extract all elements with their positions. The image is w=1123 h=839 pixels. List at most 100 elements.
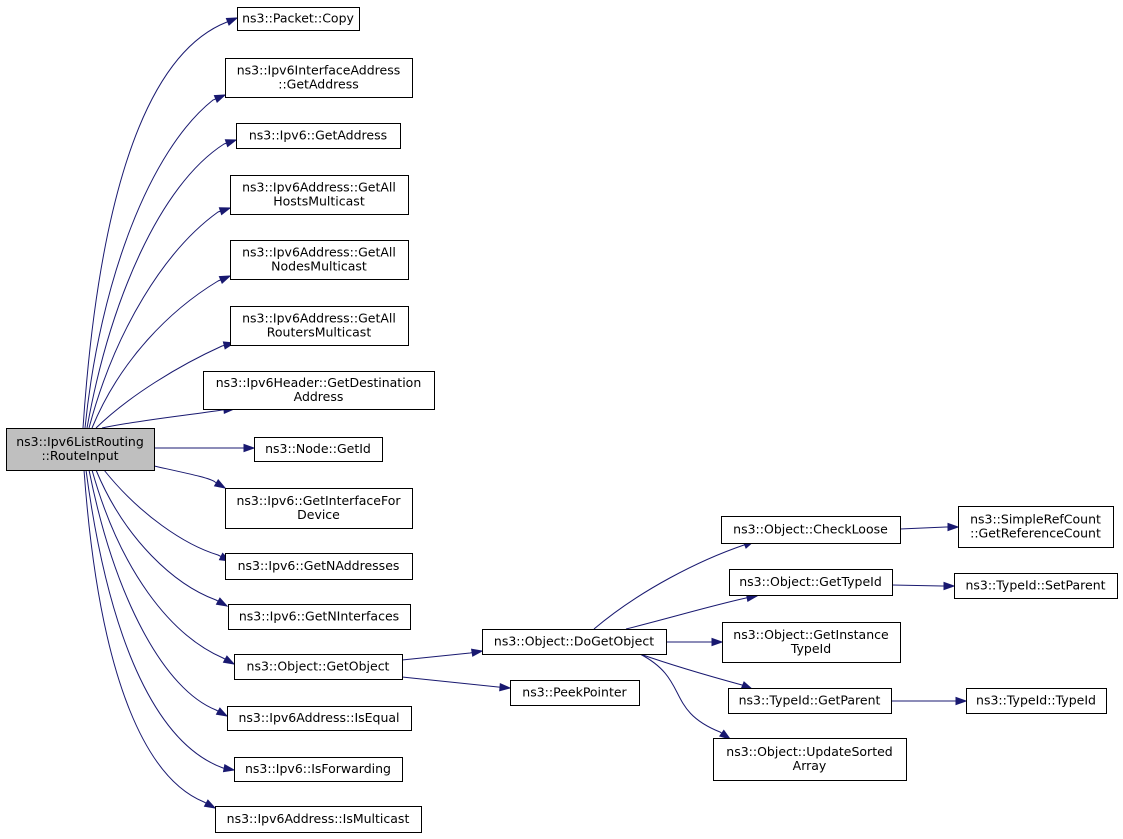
node-box — [203, 371, 435, 410]
node-label-line: ns3::Object::CheckLoose — [733, 522, 888, 537]
node-label-line: ns3::Ipv6Address::GetAll — [242, 311, 396, 326]
node-label-line: ::RouteInput — [41, 448, 118, 463]
arrowhead — [943, 581, 956, 591]
node-label-line: HostsMulticast — [273, 194, 365, 209]
node-ipv6interface-address-get-address[interactable]: ns3::Ipv6InterfaceAddress::GetAddress — [225, 58, 413, 98]
node-object-do-get-object[interactable]: ns3::Object::DoGetObject — [482, 629, 667, 655]
call-edge — [82, 17, 238, 429]
arrowhead — [218, 275, 232, 284]
call-edge — [84, 94, 226, 429]
node-box — [237, 7, 360, 31]
node-label-line: ::GetAddress — [278, 77, 358, 92]
node-label-line: ns3::PeekPointer — [522, 685, 627, 700]
arrowhead — [224, 139, 238, 148]
call-edge — [639, 653, 753, 690]
call-edge — [91, 275, 231, 429]
node-ipv6-get-naddresses[interactable]: ns3::Ipv6::GetNAddresses — [225, 553, 413, 580]
node-label-line: ns3::TypeId::GetParent — [739, 693, 881, 708]
node-simple-ref-count-get-reference-count[interactable]: ns3::SimpleRefCount::GetReferenceCount — [958, 506, 1114, 548]
node-label-line: ns3::Object::GetTypeId — [739, 574, 882, 589]
node-packet-copy[interactable]: ns3::Packet::Copy — [237, 7, 360, 31]
node-label-line: NodesMulticast — [271, 259, 367, 274]
node-ipv6address-is-multicast[interactable]: ns3::Ipv6Address::IsMulticast — [215, 806, 422, 833]
node-box — [236, 123, 401, 149]
node-label-line: ns3::Ipv6::GetNAddresses — [238, 558, 400, 573]
arrowhead — [222, 655, 236, 665]
node-label-line: ns3::Object::GetObject — [247, 659, 390, 674]
arrowhead — [213, 94, 227, 103]
call-edge — [88, 469, 228, 717]
call-edge — [83, 469, 216, 809]
node-label-line: ns3::Ipv6Address::GetAll — [242, 245, 396, 260]
node-label-line: ns3::Object::GetInstance — [733, 627, 889, 642]
node-box — [958, 506, 1114, 548]
arrowhead — [718, 729, 732, 740]
node-box — [713, 738, 907, 781]
arrowhead — [218, 207, 232, 216]
node-ipv6-get-ninterfaces[interactable]: ns3::Ipv6::GetNInterfaces — [228, 604, 411, 630]
node-label-line: ns3::Ipv6Address::IsMulticast — [227, 811, 410, 826]
arrowhead — [470, 648, 484, 657]
node-type-id-set-parent[interactable]: ns3::TypeId::SetParent — [954, 573, 1118, 599]
node-box — [722, 622, 901, 663]
node-label-line: ns3::Ipv6InterfaceAddress — [237, 63, 401, 78]
call-edge — [91, 469, 235, 665]
node-label-line: Address — [294, 389, 344, 404]
node-label-line: Array — [793, 758, 827, 773]
node-label-line: ns3::TypeId::TypeId — [976, 693, 1096, 708]
node-box — [225, 58, 413, 98]
node-node-get-id[interactable]: ns3::Node::GetId — [254, 437, 383, 462]
node-box — [230, 306, 409, 346]
call-edge — [103, 469, 231, 562]
node-object-get-object[interactable]: ns3::Object::GetObject — [234, 654, 403, 680]
node-label-line: ns3::Ipv6Address::IsEqual — [238, 710, 399, 725]
node-label-line: ns3::Ipv6ListRouting — [16, 434, 144, 449]
root-node-ipv6list-routing-route-input[interactable]: ns3::Ipv6ListRouting::RouteInput — [6, 428, 155, 471]
node-box — [510, 680, 640, 706]
call-edge — [88, 207, 231, 429]
node-peek-pointer[interactable]: ns3::PeekPointer — [510, 680, 640, 706]
function-nodes: ns3::Ipv6ListRouting::RouteInput ns3::Pac… — [6, 7, 1118, 833]
node-type-id-type-id[interactable]: ns3::TypeId::TypeId — [966, 688, 1107, 714]
node-label-line: ns3::Ipv6::IsForwarding — [245, 761, 391, 776]
node-object-check-loose[interactable]: ns3::Object::CheckLoose — [721, 516, 901, 544]
node-box — [728, 688, 892, 714]
call-edge — [639, 653, 731, 740]
arrowhead — [225, 17, 239, 26]
node-box — [729, 569, 893, 596]
node-box — [234, 654, 403, 680]
node-label-line: ns3::Ipv6Address::GetAll — [242, 180, 396, 195]
arrowhead — [213, 479, 227, 489]
node-box — [228, 604, 411, 630]
node-box — [6, 428, 155, 471]
call-edge — [101, 408, 235, 429]
arrowhead — [215, 597, 229, 607]
call-edge — [95, 342, 235, 429]
node-ipv6address-is-equal[interactable]: ns3::Ipv6Address::IsEqual — [227, 706, 412, 731]
arrowhead — [947, 522, 960, 532]
call-edge — [593, 540, 755, 630]
arrowhead — [222, 764, 236, 773]
call-edge — [625, 595, 758, 630]
node-ipv6-get-address[interactable]: ns3::Ipv6::GetAddress — [236, 123, 401, 149]
node-box — [966, 688, 1107, 714]
node-label-line: ns3::Ipv6::GetAddress — [249, 128, 387, 143]
call-edge — [153, 465, 226, 489]
node-type-id-get-parent[interactable]: ns3::TypeId::GetParent — [728, 688, 892, 714]
node-box — [227, 706, 412, 731]
node-box — [230, 240, 409, 280]
node-ipv6-is-forwarding[interactable]: ns3::Ipv6::IsForwarding — [234, 757, 403, 782]
node-label-line: ns3::TypeId::SetParent — [965, 578, 1105, 593]
node-box — [954, 573, 1118, 599]
node-object-get-type-id[interactable]: ns3::Object::GetTypeId — [729, 569, 893, 596]
arrowhead — [243, 443, 256, 453]
node-label-line: ::GetReferenceCount — [970, 526, 1101, 541]
